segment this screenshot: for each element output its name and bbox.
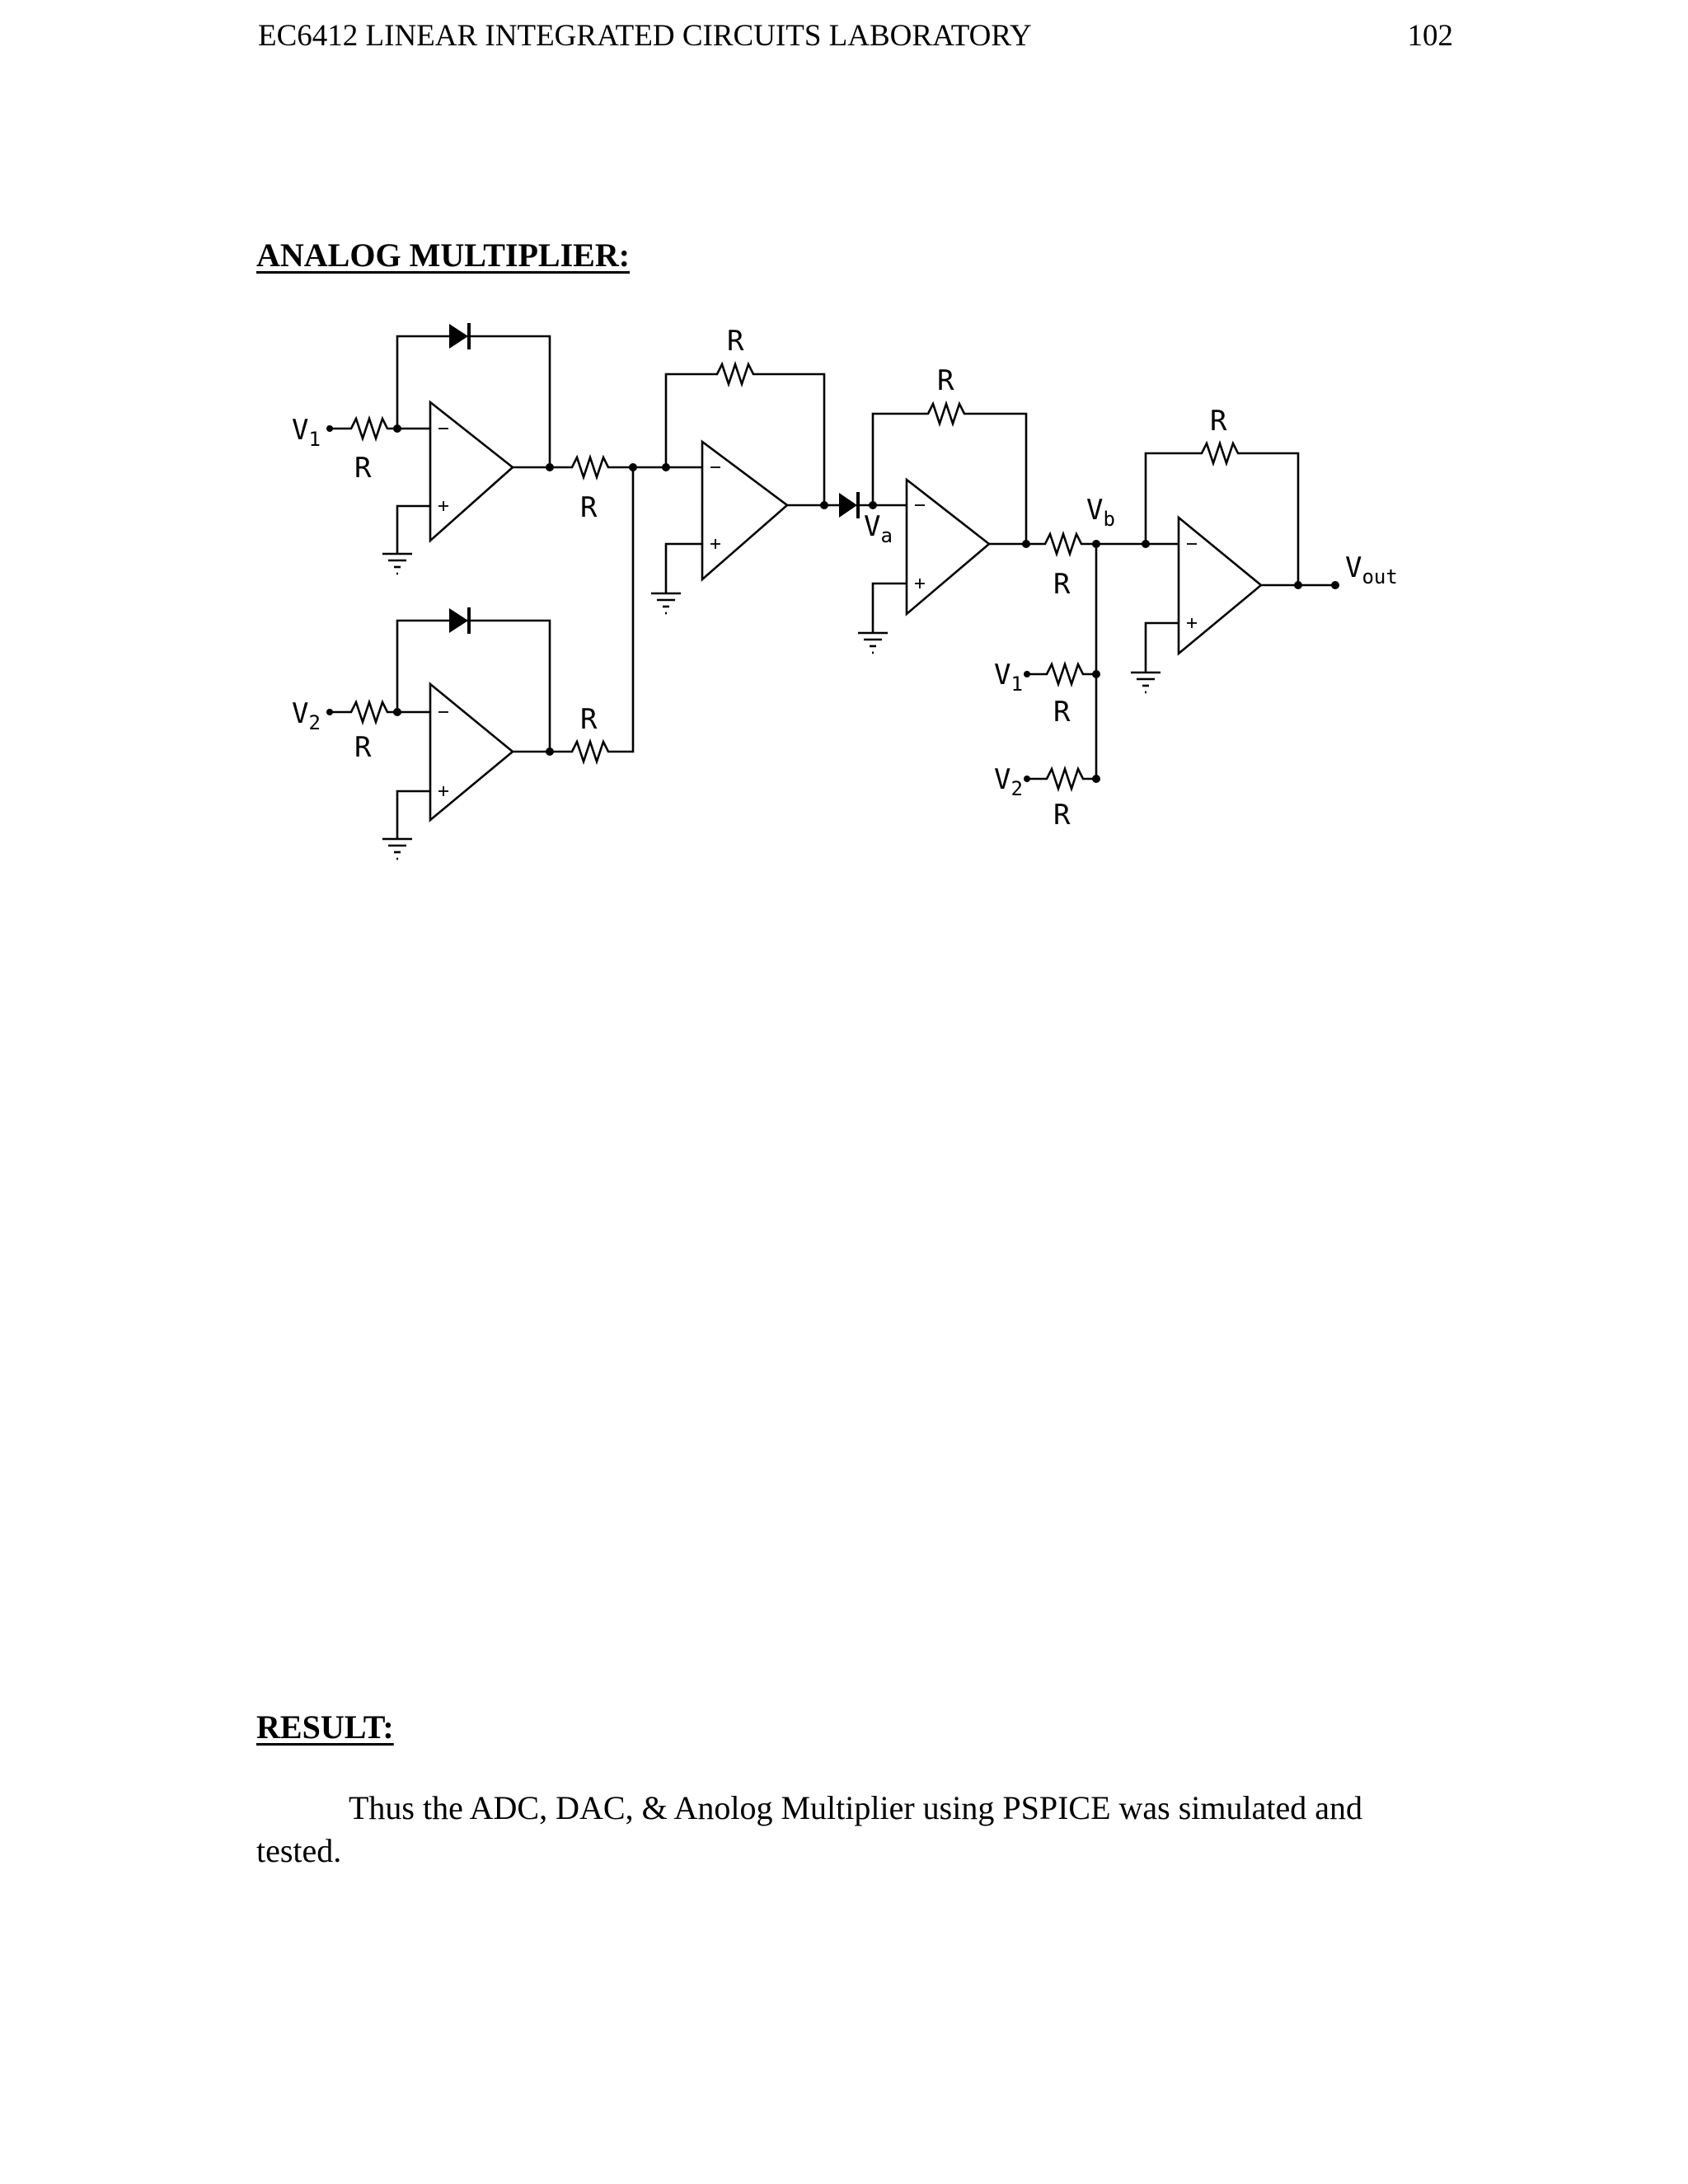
opamp-4	[905, 477, 992, 616]
opamp-2	[429, 682, 515, 823]
label-r-input-2: R	[354, 731, 372, 764]
label-r-stage4-out: R	[1053, 568, 1071, 601]
label-v2-subtract: V2	[994, 763, 1023, 800]
label-r-stage2-out: R	[580, 703, 598, 736]
opamp-1	[429, 400, 515, 543]
label-r-summing-feedback: R	[727, 325, 744, 358]
page-number: 102	[1407, 19, 1454, 53]
label-va: Va	[864, 510, 893, 547]
result-heading: RESULT:	[256, 1708, 394, 1746]
label-r-output-feedback: R	[1210, 405, 1227, 438]
opamp-3	[701, 439, 790, 582]
label-vb: Vb	[1086, 494, 1115, 531]
label-r-antilog-feedback: R	[937, 364, 954, 397]
opamp-5	[1177, 515, 1264, 656]
result-paragraph: Thus the ADC, DAC, & Anolog Multiplier u…	[256, 1789, 1363, 1869]
label-vout: Vout	[1345, 551, 1398, 588]
label-r-input-1: R	[354, 452, 372, 485]
label-r-subtract-2: R	[1053, 799, 1071, 832]
label-v1-input: V1	[292, 414, 321, 451]
label-r-subtract-1: R	[1053, 696, 1071, 729]
analog-multiplier-heading: ANALOG MULTIPLIER:	[256, 237, 631, 274]
label-r-stage1-out: R	[580, 491, 598, 524]
header-course-title: EC6412 LINEAR INTEGRATED CIRCUITS LABORA…	[258, 19, 1032, 53]
label-v1-subtract: V1	[994, 658, 1023, 696]
label-v2-input: V2	[292, 697, 321, 734]
